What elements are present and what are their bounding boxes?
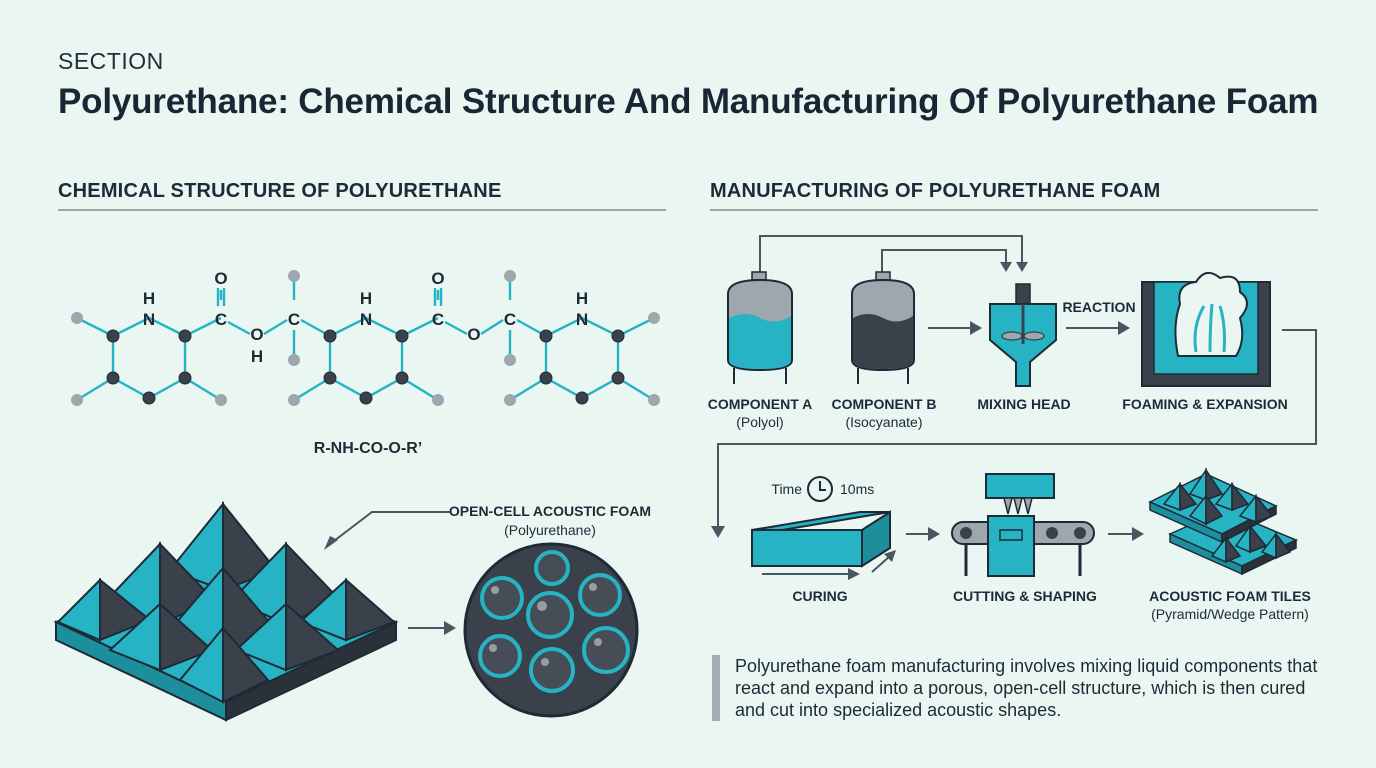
step-sub-component-b: (Isocyanate)	[845, 414, 923, 430]
arrow-right-icon	[1132, 527, 1144, 541]
atom-o: O	[431, 269, 444, 288]
foam-pointer-line	[329, 511, 450, 545]
foam-label: OPEN-CELL ACOUSTIC FOAM	[448, 503, 652, 519]
atom-c: C	[215, 310, 227, 329]
arrow-down-icon	[711, 526, 725, 538]
atom-n: N	[143, 310, 155, 329]
feed-line-a	[759, 235, 1023, 274]
component-a-tank	[727, 271, 793, 384]
atom-h: H	[360, 289, 372, 308]
atom-h: H	[251, 347, 263, 366]
clock-hands	[819, 481, 826, 491]
component-b-tank	[851, 271, 915, 384]
section-kicker: SECTION	[58, 48, 164, 74]
curing-block	[751, 510, 896, 580]
atom-o: O	[250, 325, 263, 344]
arrow-right-icon	[970, 321, 982, 335]
step-label-mixing-head: MIXING HEAD	[977, 396, 1071, 412]
connector-line	[717, 329, 1317, 528]
double-bonds	[216, 288, 443, 306]
foam-pyramids	[56, 501, 396, 704]
step-label-foaming: FOAMING & EXPANSION	[1122, 396, 1288, 412]
atom-h: H	[576, 289, 588, 308]
atom-n: N	[576, 310, 588, 329]
description-accent-bar	[712, 655, 720, 721]
step-label-curing: CURING	[792, 588, 848, 604]
step-label-component-a: COMPONENT A	[707, 396, 813, 412]
feed-line-b	[881, 249, 1007, 274]
time-value: 10ms	[840, 481, 874, 497]
step-sub-component-a: (Polyol)	[736, 414, 784, 430]
terminal-nodes	[71, 270, 660, 406]
reaction-label: REACTION	[1062, 299, 1135, 315]
arrowhead-icon	[324, 536, 338, 550]
page-title: Polyurethane: Chemical Structure And Man…	[58, 82, 1319, 121]
foam-sub-label: (Polyurethane)	[504, 522, 596, 538]
step-label-cutting: CUTTING & SHAPING	[953, 588, 1097, 604]
atom-o: O	[214, 269, 227, 288]
cell-highlights	[489, 583, 602, 666]
foam-illustration	[53, 501, 639, 722]
atom-n: N	[360, 310, 372, 329]
chemistry-heading: CHEMICAL STRUCTURE OF POLYURETHANE	[58, 180, 502, 202]
atom-c: C	[504, 310, 516, 329]
arrow-right-icon	[1118, 321, 1130, 335]
cutting-machine	[951, 473, 1095, 577]
foam-cells	[478, 550, 630, 693]
atom-c: C	[432, 310, 444, 329]
urethane-formula: R-NH-CO-O-R’	[314, 440, 422, 457]
step-sub-tiles: (Pyramid/Wedge Pattern)	[1151, 606, 1309, 622]
foaming-tank	[1141, 271, 1271, 387]
step-label-component-b: COMPONENT B	[831, 396, 937, 412]
manufacturing-heading-rule	[710, 209, 1318, 211]
atom-o: O	[467, 325, 480, 344]
mixing-head	[989, 283, 1057, 387]
carbon-nodes	[106, 329, 625, 405]
time-label: Time	[771, 481, 802, 497]
arrow-down-icon	[1000, 262, 1012, 272]
manufacturing-heading: MANUFACTURING OF POLYURETHANE FOAM	[710, 180, 1161, 202]
chemistry-heading-rule	[58, 209, 666, 211]
arrow-right-icon	[444, 621, 456, 635]
arrow-right-icon	[928, 527, 940, 541]
process-flow-diagram: REACTION Time 10ms	[711, 235, 1317, 580]
step-label-tiles: ACOUSTIC FOAM TILES	[1149, 588, 1311, 604]
molecule-diagram: H N O C O H C H N O C O C H N R-NH-CO-O-…	[71, 269, 660, 457]
foam-base-right	[225, 620, 397, 722]
process-description: Polyurethane foam manufacturing involves…	[735, 656, 1318, 720]
atom-h: H	[143, 289, 155, 308]
arrow-down-icon	[1016, 262, 1028, 272]
atom-c: C	[288, 310, 300, 329]
acoustic-tiles	[1148, 467, 1298, 576]
